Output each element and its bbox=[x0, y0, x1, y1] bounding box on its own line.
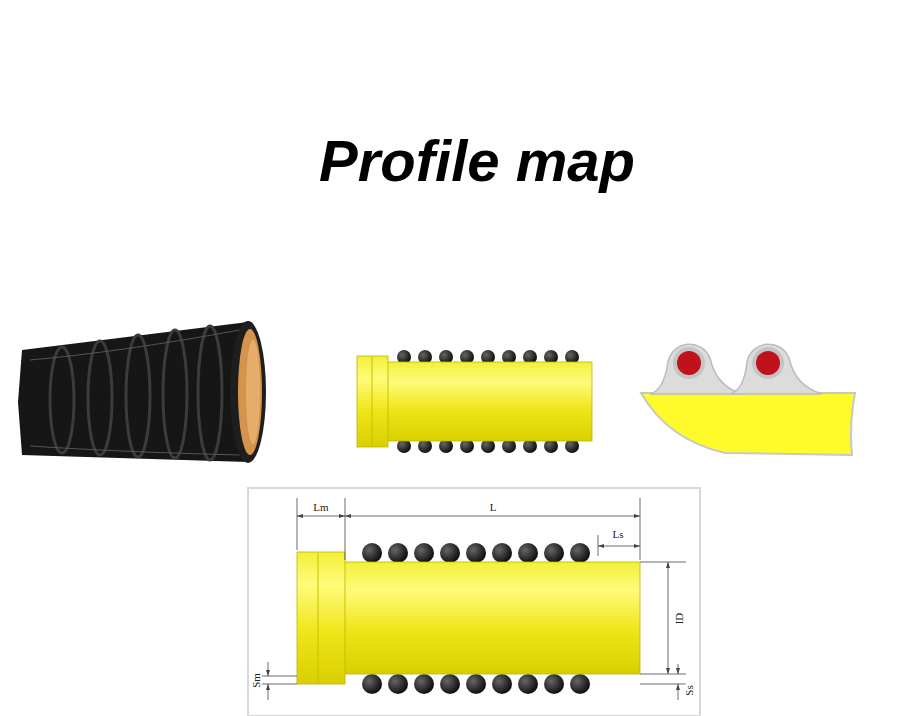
pipe-photo bbox=[18, 321, 266, 463]
dimension-label: Sm bbox=[251, 672, 262, 689]
page-title: Profile map bbox=[319, 127, 635, 194]
pipe-side-view bbox=[357, 350, 592, 453]
dimension-label: Ss bbox=[684, 684, 695, 696]
profile-section bbox=[641, 344, 855, 455]
dimension-label: L bbox=[489, 502, 498, 513]
dimension-label: Lm bbox=[312, 502, 329, 513]
dimension-drawing bbox=[248, 488, 700, 716]
dimension-label: Ls bbox=[612, 529, 625, 540]
dimension-label: ID bbox=[674, 611, 685, 625]
